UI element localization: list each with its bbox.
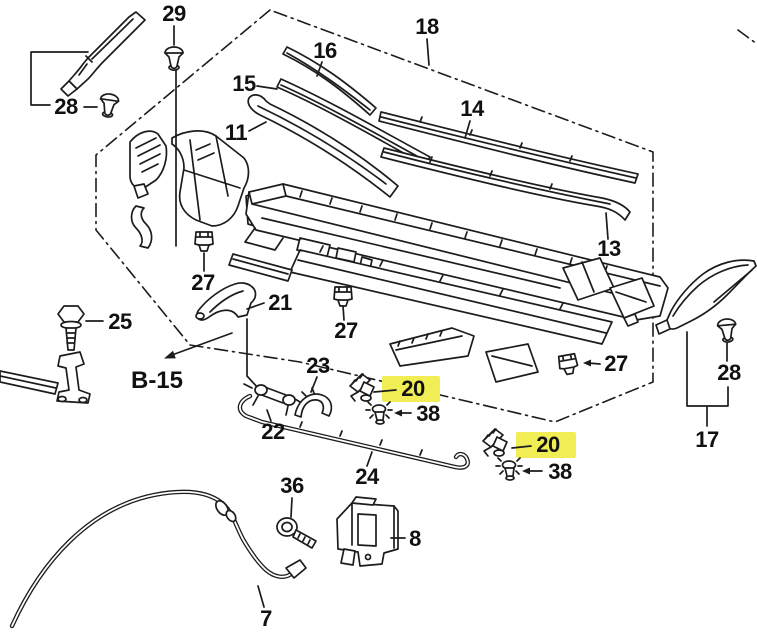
part-bolt-25-group — [0, 305, 91, 404]
part-side-vent-left — [129, 130, 168, 249]
part-callout-8: 8 — [409, 526, 421, 551]
part-callout-22: 22 — [261, 419, 285, 444]
part-callout-38-a: 38 — [416, 401, 440, 426]
leader-lines — [30, 25, 729, 608]
part-seal-16 — [282, 46, 377, 116]
part-callout-23: 23 — [306, 353, 330, 378]
reference-tag-b15: B-15 — [130, 367, 184, 394]
part-seal-11 — [247, 94, 399, 198]
part-callout-16: 16 — [313, 38, 337, 63]
part-callout-20-b: 20 — [536, 432, 560, 457]
part-washer-hose-7 — [9, 489, 307, 629]
part-callout-36: 36 — [280, 473, 304, 498]
part-callout-25: 25 — [108, 309, 132, 334]
part-molding-13 — [380, 147, 631, 221]
part-callout-20-a: 20 — [401, 376, 425, 401]
part-callout-17: 17 — [695, 427, 719, 452]
part-garnish-right-17 — [655, 259, 757, 335]
part-callout-38-b: 38 — [548, 459, 572, 484]
part-air-guide — [389, 327, 539, 383]
part-callout-11: 11 — [224, 120, 248, 145]
part-washer-joint-21 — [195, 282, 260, 390]
part-callout-28-right: 28 — [717, 360, 741, 385]
part-callout-13: 13 — [597, 236, 621, 261]
part-callout-27-b: 27 — [334, 318, 358, 343]
highlight-20-a — [382, 376, 440, 402]
part-callout-28-left: 28 — [54, 94, 78, 119]
part-washer-tube-23 — [294, 387, 333, 418]
part-callout-14: 14 — [460, 96, 484, 121]
part-callout-15: 15 — [232, 71, 256, 96]
part-tube-clamp-22 — [243, 383, 296, 416]
part-cowl-lower-panel — [228, 249, 613, 345]
part-grommet-36 — [276, 517, 317, 549]
part-callout-27-a: 27 — [191, 270, 215, 295]
part-callout-21: 21 — [268, 290, 292, 315]
part-washer-tube-24 — [237, 393, 470, 470]
part-callout-18: 18 — [415, 14, 439, 39]
part-callout-7: 7 — [260, 606, 272, 631]
part-cowl-end-brackets — [562, 257, 655, 327]
part-callout-29: 29 — [162, 1, 186, 26]
highlight-20-b — [516, 432, 576, 458]
part-molding-14 — [378, 111, 639, 184]
part-bracket-8 — [336, 496, 399, 567]
part-callout-24: 24 — [355, 464, 379, 489]
phantom-corner-line — [737, 29, 757, 45]
part-garnish-left — [60, 11, 146, 97]
part-cowl-top-panel — [244, 183, 669, 321]
part-callout-27-c: 27 — [604, 351, 628, 376]
phantom-boundary — [95, 9, 757, 423]
